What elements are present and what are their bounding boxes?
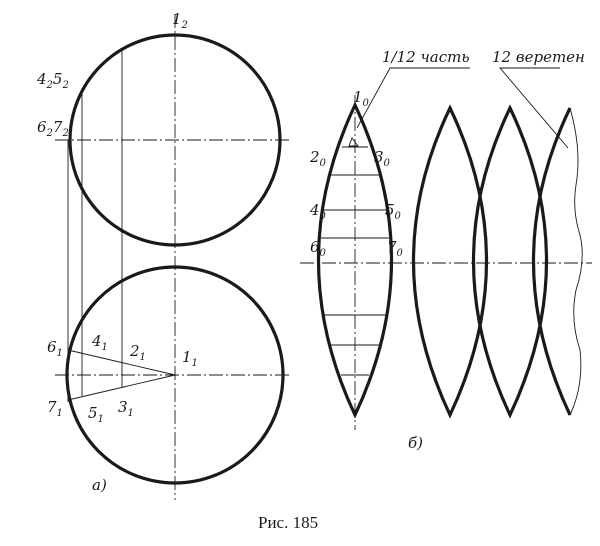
single-gore — [317, 95, 393, 430]
annotation-part: 1/12 часть — [382, 48, 470, 66]
label-4-5-front: 4252 — [36, 70, 69, 91]
gore-2 — [472, 104, 548, 419]
label-5-gore: 50 — [385, 201, 402, 222]
label-4-gore: 40 — [309, 201, 327, 222]
label-1-front: 12 — [172, 10, 188, 31]
label-3-gore: 30 — [374, 148, 391, 169]
radius-line-upper — [67, 349, 176, 376]
gore-1 — [412, 104, 488, 419]
radius-line-lower — [67, 374, 176, 401]
figure-caption: Рис. 185 — [258, 513, 318, 532]
label-6-gore: 60 — [310, 238, 327, 259]
gore-row — [300, 104, 592, 419]
panel-label-b: б) — [408, 434, 423, 452]
annotation-spindles: 12 веретен — [492, 48, 585, 66]
gore-tip-mark — [348, 137, 359, 147]
front-view — [55, 14, 292, 500]
label-2-top: 21 — [129, 342, 146, 363]
gore-3 — [532, 107, 572, 416]
projection-lines — [67, 50, 123, 363]
label-7-gore: 70 — [387, 238, 404, 259]
label-2-gore: 20 — [309, 148, 327, 169]
label-6-7-front: 6272 — [37, 118, 69, 139]
panel-label-a: а) — [92, 476, 107, 494]
label-1-gore: 10 — [353, 88, 370, 109]
label-5-top: 51 — [88, 404, 104, 425]
top-view — [55, 265, 292, 485]
label-1-top: 11 — [182, 348, 198, 369]
label-7-top: 71 — [47, 398, 63, 419]
label-3-top: 31 — [118, 398, 134, 419]
label-4-top: 41 — [91, 332, 108, 353]
leader-line-spindles — [499, 67, 569, 149]
break-line — [569, 107, 583, 416]
leader-line-part — [356, 67, 470, 129]
label-6-top: 61 — [47, 338, 63, 359]
